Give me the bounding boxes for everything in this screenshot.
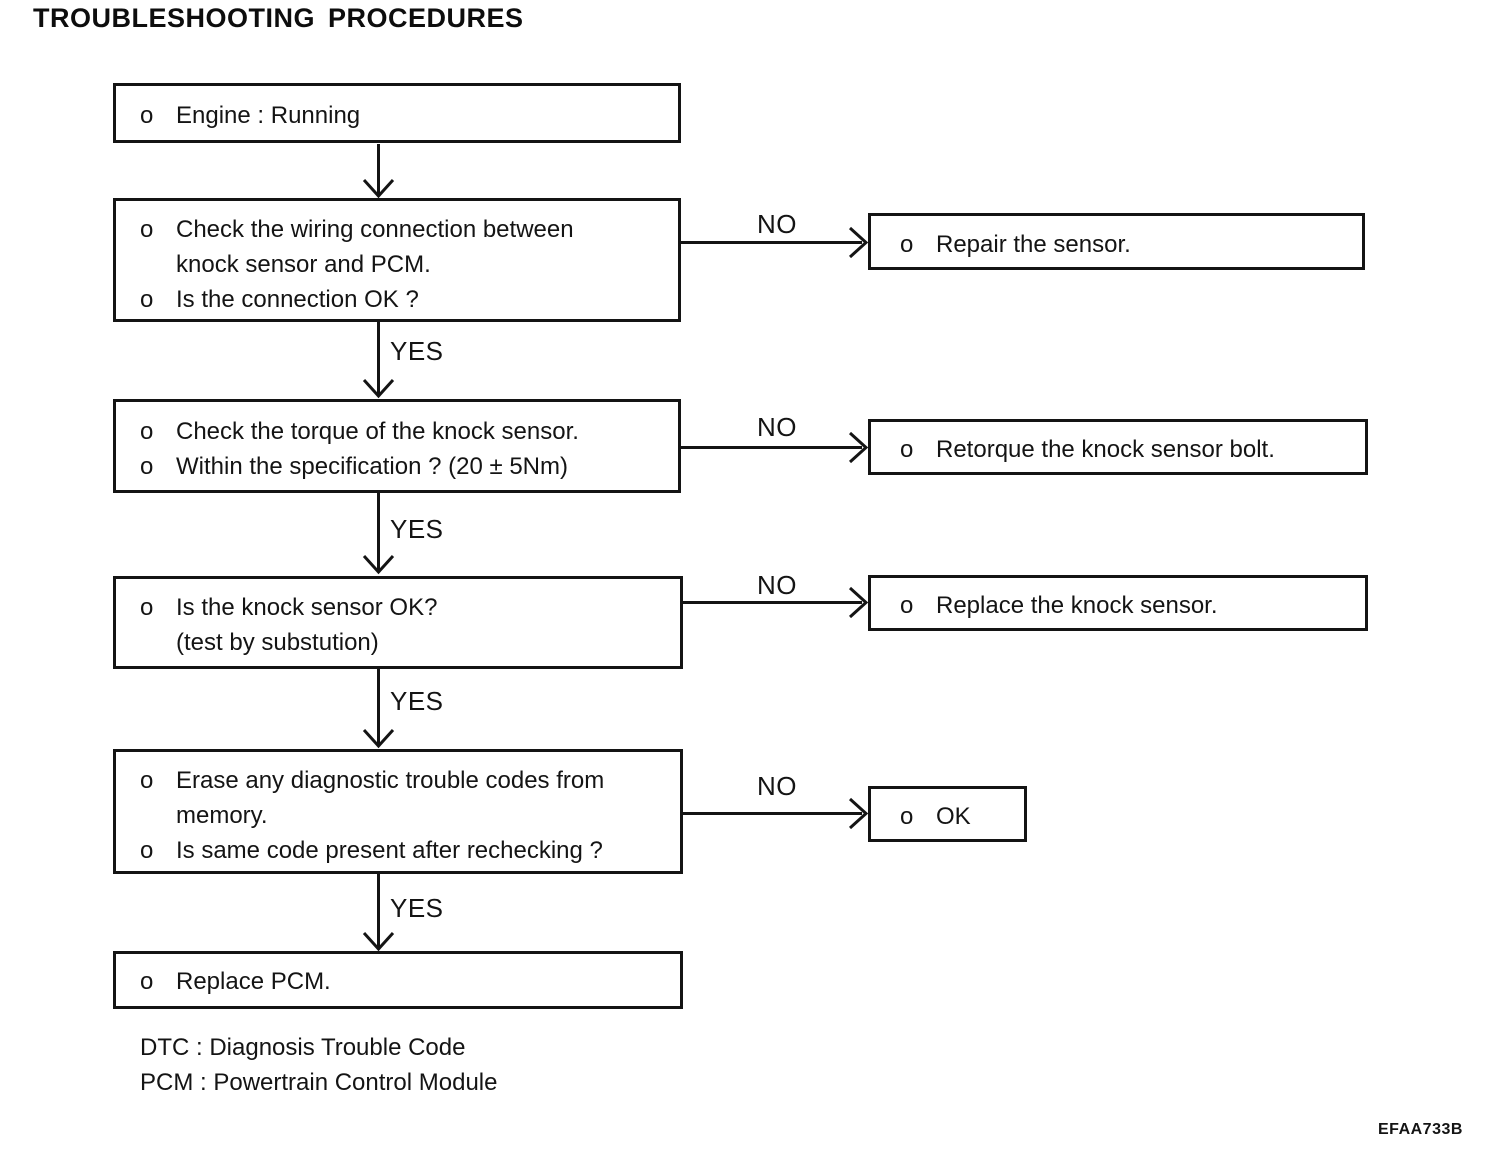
arrow-head-engine-to-wiring	[362, 178, 395, 199]
step-text: (test by substution)	[176, 629, 379, 656]
step-line: (test by substution)	[116, 625, 680, 660]
outcome-box-replace-sensor: o Replace the knock sensor.	[868, 575, 1368, 631]
outcome-text: OK	[936, 803, 971, 830]
bullet-marker	[140, 625, 176, 660]
outcome-line: o Retorque the knock sensor bolt.	[871, 432, 1365, 467]
bullet-marker: o	[140, 767, 154, 794]
outcome-box-retorque-bolt: o Retorque the knock sensor bolt.	[868, 419, 1368, 475]
step-line: memory.	[116, 798, 680, 833]
step-text: Is the connection OK ?	[176, 286, 419, 313]
bullet-marker: o	[140, 837, 154, 864]
outcome-line: o OK	[871, 799, 1024, 834]
step-text: Check the torque of the knock sensor.	[176, 418, 579, 445]
page-title: TROUBLESHOOTING PROCEDURES	[33, 3, 524, 33]
step-text: knock sensor and PCM.	[176, 251, 431, 278]
arrow-head-torque-to-sensorok	[362, 554, 395, 575]
branch-label-yes: YES	[390, 893, 444, 923]
outcome-text: Replace the knock sensor.	[936, 592, 1218, 619]
arrow-head-torque-to-retorque	[848, 431, 869, 464]
outcome-line: o Repair the sensor.	[871, 227, 1362, 262]
bullet-marker: o	[140, 594, 154, 621]
bullet-marker: o	[140, 418, 154, 445]
legend-line-dtc: DTC : Diagnosis Trouble Code	[140, 1034, 466, 1061]
step-text: Replace PCM.	[176, 968, 331, 995]
step-text: Is the knock sensor OK?	[176, 594, 438, 621]
branch-label-no: NO	[757, 209, 797, 239]
step-text: memory.	[176, 802, 268, 829]
figure-code: EFAA733B	[1378, 1121, 1463, 1138]
step-box-erase-codes: o Erase any diagnostic trouble codes fro…	[113, 749, 683, 874]
step-text: Is same code present after rechecking ?	[176, 837, 603, 864]
outcome-box-repair-sensor: o Repair the sensor.	[868, 213, 1365, 270]
bullet-marker: o	[900, 436, 914, 463]
bullet-marker: o	[140, 453, 154, 480]
step-line: o Check the torque of the knock sensor.	[116, 414, 678, 449]
branch-label-no: NO	[757, 771, 797, 801]
outcome-text: Repair the sensor.	[936, 231, 1131, 258]
bullet-marker	[140, 247, 176, 282]
step-line: o Is the connection OK ?	[116, 282, 678, 317]
bullet-marker	[140, 798, 176, 833]
bullet-marker: o	[140, 216, 154, 243]
step-text: Within the specification ? (20 ± 5Nm)	[176, 453, 568, 480]
bullet-marker: o	[140, 968, 154, 995]
branch-label-yes: YES	[390, 514, 444, 544]
step-line: o Erase any diagnostic trouble codes fro…	[116, 763, 680, 798]
step-line: o Is same code present after rechecking …	[116, 833, 680, 868]
bullet-marker: o	[900, 231, 914, 258]
step-line: o Is the knock sensor OK?	[116, 590, 680, 625]
arrow-head-wiring-to-repair	[848, 226, 869, 259]
branch-label-yes: YES	[390, 686, 444, 716]
step-box-knock-sensor-ok: o Is the knock sensor OK? (test by subst…	[113, 576, 683, 669]
outcome-box-ok: o OK	[868, 786, 1027, 842]
bullet-marker: o	[140, 286, 154, 313]
bullet-marker: o	[900, 803, 914, 830]
step-text: Check the wiring connection between	[176, 216, 574, 243]
bullet-marker: o	[140, 102, 154, 129]
arrow-head-sensorok-to-erase	[362, 728, 395, 749]
outcome-line: o Replace the knock sensor.	[871, 588, 1365, 623]
legend-line-pcm: PCM : Powertrain Control Module	[140, 1069, 498, 1096]
branch-label-yes: YES	[390, 336, 444, 366]
step-line: o Engine : Running	[116, 98, 678, 133]
arrow-head-wiring-to-torque	[362, 378, 395, 399]
step-line: o Within the specification ? (20 ± 5Nm)	[116, 449, 678, 484]
arrow-head-erase-to-ok	[848, 797, 869, 830]
bullet-marker: o	[900, 592, 914, 619]
step-text: Engine : Running	[176, 102, 361, 129]
arrow-head-erase-to-replacepcm	[362, 931, 395, 952]
step-line: o Replace PCM.	[116, 964, 680, 999]
step-line: knock sensor and PCM.	[116, 247, 678, 282]
step-box-replace-pcm: o Replace PCM.	[113, 951, 683, 1009]
step-box-engine-running: o Engine : Running	[113, 83, 681, 143]
branch-label-no: NO	[757, 570, 797, 600]
outcome-text: Retorque the knock sensor bolt.	[936, 436, 1275, 463]
branch-label-no: NO	[757, 412, 797, 442]
arrow-head-sensorok-to-replace	[848, 586, 869, 619]
step-box-check-torque: o Check the torque of the knock sensor. …	[113, 399, 681, 493]
step-line: o Check the wiring connection between	[116, 212, 678, 247]
step-box-check-wiring: o Check the wiring connection between kn…	[113, 198, 681, 322]
abbreviation-legend: DTC : Diagnosis Trouble Code PCM : Power…	[140, 1030, 497, 1100]
step-text: Erase any diagnostic trouble codes from	[176, 767, 605, 794]
